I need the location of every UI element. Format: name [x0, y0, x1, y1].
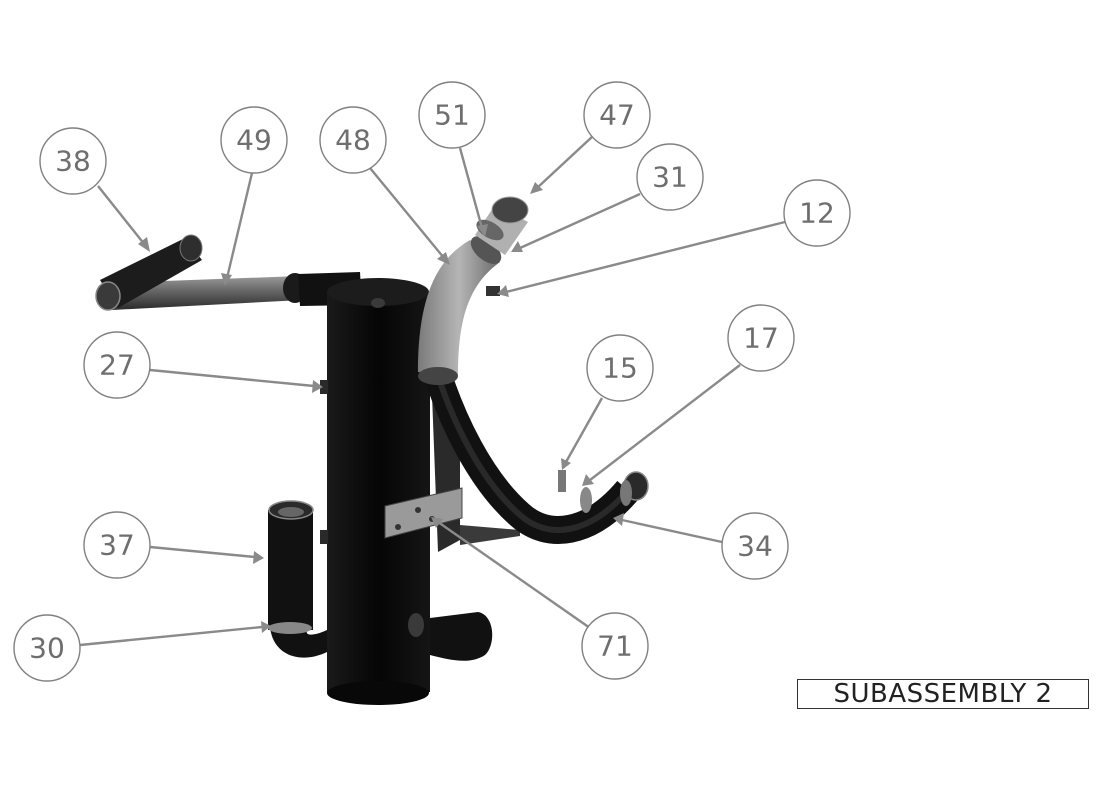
leader-49 [225, 172, 254, 279]
balloon-27: 27 [83, 331, 151, 399]
arrowhead-48 [437, 252, 450, 265]
leader-lines [79, 135, 786, 647]
arrowhead-51 [477, 224, 488, 237]
arrowhead-34 [613, 513, 624, 526]
subassembly-label-box: SUBASSEMBLY 2 [797, 679, 1089, 709]
balloon-12: 12 [783, 179, 851, 247]
balloon-label-47: 47 [599, 99, 635, 132]
subassembly-label: SUBASSEMBLY 2 [833, 679, 1053, 709]
arrowhead-15 [561, 458, 571, 470]
arrowhead-37 [253, 551, 264, 564]
balloon-label-17: 17 [743, 322, 779, 355]
leader-51 [458, 147, 484, 229]
balloon-label-38: 38 [55, 145, 91, 178]
leader-38 [97, 185, 146, 246]
balloon-label-48: 48 [335, 124, 371, 157]
balloon-71: 71 [581, 612, 649, 680]
curved-hose [422, 365, 649, 544]
bottom-elbow [408, 612, 493, 661]
leader-27 [149, 368, 315, 388]
leader-47 [536, 135, 594, 189]
leader-12 [505, 220, 786, 294]
balloon-37: 37 [83, 511, 151, 579]
arrowhead-71 [431, 517, 443, 528]
arrowhead-38 [138, 237, 150, 252]
balloon-31: 31 [636, 143, 704, 211]
arrowhead-47 [530, 182, 543, 194]
balloon-label-30: 30 [29, 632, 65, 665]
balloon-label-49: 49 [236, 124, 272, 157]
balloon-47: 47 [583, 81, 651, 149]
leader-34 [621, 518, 723, 544]
leader-71 [437, 521, 591, 629]
balloon-label-34: 34 [737, 530, 773, 563]
balloon-34: 34 [721, 512, 789, 580]
balloon-38: 38 [39, 127, 107, 195]
leader-15 [564, 397, 604, 463]
balloon-49: 49 [220, 106, 288, 174]
hose-37 [268, 500, 327, 658]
balloon-label-15: 15 [602, 352, 638, 385]
leader-37 [149, 545, 256, 559]
leader-31 [519, 192, 641, 250]
arrowhead-17 [582, 474, 594, 486]
arrowhead-12 [497, 285, 509, 297]
balloon-30: 30 [13, 614, 81, 682]
leader-30 [79, 625, 263, 647]
balloon-label-37: 37 [99, 529, 135, 562]
leader-48 [369, 167, 445, 259]
balloon-51: 51 [418, 81, 486, 149]
balloon-48: 48 [319, 106, 387, 174]
tank [320, 278, 430, 705]
balloon-17: 17 [727, 304, 795, 372]
assembly-illustration [95, 196, 649, 705]
balloon-label-27: 27 [99, 349, 135, 382]
balloons: 38 49 48 51 47 31 12 27 [13, 81, 851, 682]
arrowhead-27 [312, 380, 323, 393]
elbow-48 [418, 196, 529, 385]
arrowhead-30 [261, 621, 271, 633]
balloon-label-31: 31 [652, 161, 688, 194]
balloon-15: 15 [586, 334, 654, 402]
arrowhead-49 [221, 273, 232, 286]
balloon-label-51: 51 [434, 99, 470, 132]
leader-17 [589, 364, 741, 481]
balloon-label-12: 12 [799, 197, 835, 230]
arrowhead-31 [511, 241, 523, 252]
hose-38 [95, 234, 203, 311]
balloon-label-71: 71 [597, 630, 633, 663]
